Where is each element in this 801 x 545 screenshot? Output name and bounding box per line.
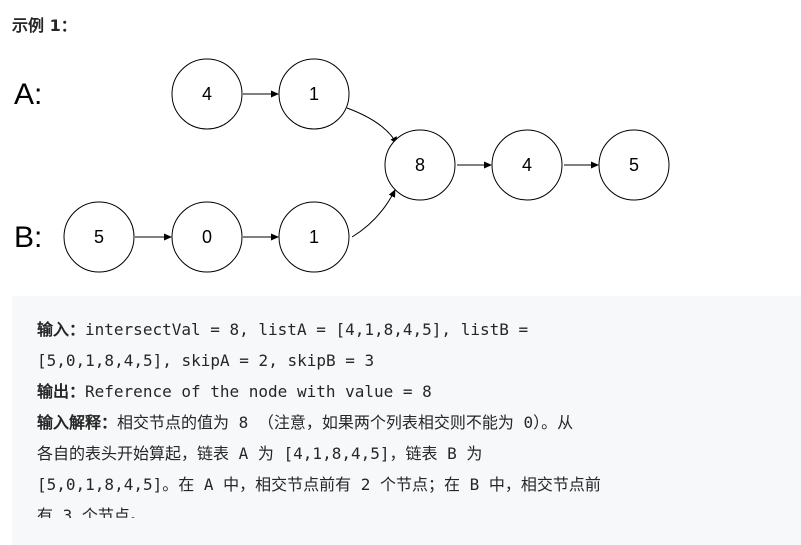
edge-b3-shared [351, 189, 396, 238]
explain-line-1: 输入解释：相交节点的值为 8 （注意，如果两个列表相交则不能为 0）。从 [37, 407, 801, 438]
node-a1: 4 [171, 58, 243, 130]
example-title: 示例 1： [12, 16, 77, 35]
node-b3: 1 [278, 201, 350, 273]
explain-line-2: 各自的表头开始算起，链表 A 为 [4,1,8,4,5]，链表 B 为 [37, 444, 483, 463]
edge-a2-shared [346, 107, 398, 145]
svg-text:5: 5 [629, 155, 639, 175]
svg-text:1: 1 [309, 227, 319, 247]
node-shared-1: 8 [384, 129, 456, 201]
input-line-2: [5,0,1,8,4,5], skipA = 2, skipB = 3 [37, 351, 375, 370]
svg-text:1: 1 [309, 84, 319, 104]
linked-list-intersection-diagram: A: B: 4 1 5 0 1 [14, 58, 670, 273]
explain-line-3: [5,0,1,8,4,5]。在 A 中，相交节点前有 2 个节点；在 B 中，相… [37, 475, 601, 494]
input-label: 输入： [37, 320, 86, 339]
explain-line-4: 有 3 个节点。 [37, 506, 146, 518]
output-text: Reference of the node with value = 8 [85, 382, 432, 401]
node-shared-3: 5 [598, 129, 670, 201]
svg-text:4: 4 [522, 155, 532, 175]
input-text-1: intersectVal = 8, listA = [4,1,8,4,5], l… [85, 320, 529, 339]
explain-label: 输入解释： [37, 413, 118, 432]
list-a-label: A: [14, 78, 42, 111]
svg-text:4: 4 [202, 84, 212, 104]
node-a2: 1 [278, 58, 350, 130]
input-line-1: 输入：intersectVal = 8, listA = [4,1,8,4,5]… [37, 314, 801, 345]
output-line: 输出：Reference of the node with value = 8 [37, 376, 801, 407]
svg-text:0: 0 [202, 227, 212, 247]
node-b2: 0 [171, 201, 243, 273]
svg-text:8: 8 [415, 155, 425, 175]
example-code-block: 输入：intersectVal = 8, listA = [4,1,8,4,5]… [12, 296, 801, 545]
output-label: 输出： [37, 382, 86, 401]
node-b1: 5 [63, 201, 135, 273]
svg-text:5: 5 [94, 227, 104, 247]
list-b-label: B: [14, 221, 42, 254]
node-shared-2: 4 [491, 129, 563, 201]
explain-text-1: 相交节点的值为 8 （注意，如果两个列表相交则不能为 0）。从 [117, 413, 574, 432]
